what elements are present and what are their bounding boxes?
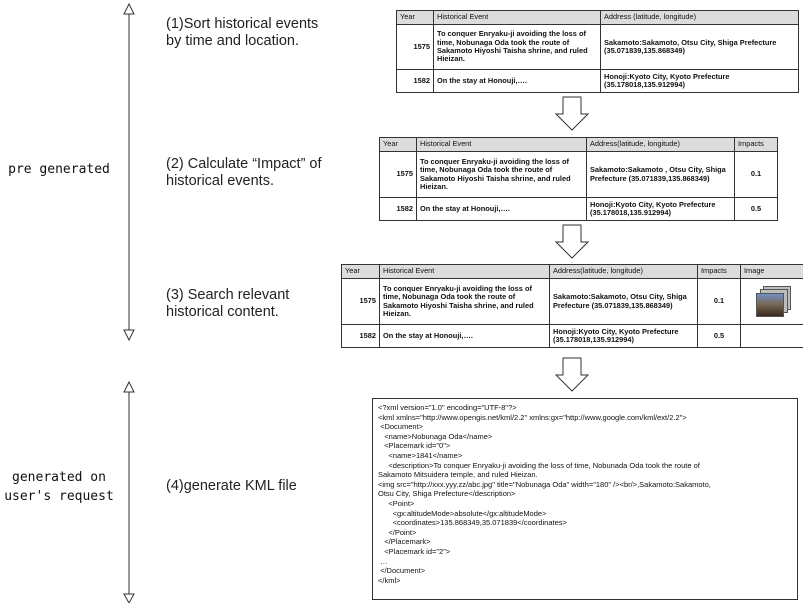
flow-arrow-down-3 — [554, 357, 590, 392]
step-4-line1: (4)generate KML file — [166, 478, 297, 494]
on-request-line2: user's request — [4, 489, 114, 504]
table-row: 1575 To conquer Enryaku-ji avoiding the … — [341, 278, 803, 325]
header-year: Year — [341, 264, 380, 279]
kml-line: <gx:altitudeMode>absolute</gx:altitudeMo… — [378, 508, 547, 518]
cell-event: To conquer Enryaku-ji avoiding the loss … — [379, 278, 550, 325]
step-3-line1: (3) Search relevant — [166, 287, 290, 303]
cell-address: Sakamoto:Sakamoto, Otsu City, Shiga Pref… — [600, 24, 799, 70]
kml-line: <?xml version="1.0" encoding="UTF-8"?> — [378, 403, 517, 412]
kml-line: <Document> — [378, 422, 424, 432]
header-year: Year — [379, 137, 417, 152]
kml-line: </Placemark> — [378, 537, 431, 547]
step-3-text: (3) Search relevant historical content. — [166, 287, 289, 321]
on-request-arrow — [123, 380, 135, 603]
header-event: Historical Event — [379, 264, 550, 279]
timeline-arrows — [123, 2, 135, 603]
kml-line: </Point> — [378, 527, 417, 537]
cell-event: To conquer Enryaku-ji avoiding the loss … — [416, 151, 587, 198]
step-2-text: (2) Calculate “Impact” of historical eve… — [166, 156, 322, 190]
cell-address: Sakamoto:Sakamoto, Otsu City, Shiga Pref… — [549, 278, 698, 325]
step-1-line2: by time and location. — [166, 33, 299, 49]
step-1-line1: (1)Sort historical events — [166, 16, 319, 32]
kml-line: … — [378, 556, 388, 566]
flow-arrow-down-2 — [554, 224, 590, 259]
kml-line: <kml xmlns="http://www.opengis.net/kml/2… — [378, 412, 687, 422]
kml-line: <name>1841</name> — [378, 450, 463, 460]
table-row: 1575 To conquer Enryaku-ji avoiding the … — [379, 151, 778, 198]
cell-address: Honoji:Kyoto City, Kyoto Prefecture (35.… — [586, 197, 735, 221]
kml-line: <coordinates>135.868349,35.071839</coord… — [378, 518, 567, 528]
header-image: Image — [740, 264, 803, 279]
table-content: Year Historical Event Address(latitude, … — [341, 264, 803, 348]
table-impacts: Year Historical Event Address(latitude, … — [379, 137, 778, 221]
step-3-line2: historical content. — [166, 304, 279, 320]
kml-line: <Placemark id="0"> — [378, 441, 451, 451]
header-address: Address(latitude, longitude) — [586, 137, 735, 152]
kml-line: </kml> — [378, 575, 401, 585]
cell-impact: 0.1 — [734, 151, 778, 198]
cell-year: 1582 — [396, 69, 434, 93]
cell-year: 1582 — [379, 197, 417, 221]
header-event: Historical Event — [433, 10, 601, 25]
on-request-label: generated on user's request — [0, 468, 118, 506]
cell-address: Honoji:Kyoto City, Kyoto Prefecture (35.… — [600, 69, 799, 93]
kml-line: </Document> — [378, 566, 426, 576]
cell-year: 1575 — [396, 24, 434, 70]
cell-event: On the stay at Honouji,…. — [416, 197, 587, 221]
cell-impact: 0.5 — [734, 197, 778, 221]
cell-address: Sakamoto:Sakamoto , Otsu City, Shiga Pre… — [586, 151, 735, 198]
header-impacts: Impacts — [697, 264, 741, 279]
cell-image — [740, 324, 803, 348]
cell-year: 1575 — [341, 278, 380, 325]
step-1-text: (1)Sort historical events by time and lo… — [166, 16, 318, 50]
flow-arrow-down-1 — [554, 96, 590, 131]
header-year: Year — [396, 10, 434, 25]
table-sorted-events: Year Historical Event Address (latitude,… — [396, 10, 799, 93]
table-row: 1582 On the stay at Honouji,…. Honoji:Ky… — [396, 69, 799, 93]
pre-generated-label: pre generated — [0, 160, 118, 179]
table-row: 1582 On the stay at Honouji,…. Honoji:Ky… — [341, 324, 803, 348]
table-row: 1575 To conquer Enryaku-ji avoiding the … — [396, 24, 799, 70]
cell-year: 1582 — [341, 324, 380, 348]
cell-image — [740, 278, 803, 325]
pre-generated-text: pre generated — [8, 162, 110, 177]
cell-impact: 0.1 — [697, 278, 741, 325]
header-event: Historical Event — [416, 137, 587, 152]
cell-event: On the stay at Honouji,…. — [433, 69, 601, 93]
step-4-text: (4)generate KML file — [166, 478, 297, 495]
table-header-row: Year Historical Event Address(latitude, … — [379, 137, 778, 152]
cell-address: Honoji:Kyoto City, Kyoto Prefecture (35.… — [549, 324, 698, 348]
header-address: Address (latitude, longitude) — [600, 10, 799, 25]
kml-line: Sakamoto Mitsuidera temple, and ruled Hi… — [378, 470, 538, 480]
kml-line: <description>To conquer Enryaku-ji avoid… — [378, 460, 700, 470]
kml-line: <Point> — [378, 498, 415, 508]
pre-generated-arrow — [123, 2, 135, 342]
table-row: 1582 On the stay at Honouji,…. Honoji:Ky… — [379, 197, 778, 221]
cell-impact: 0.5 — [697, 324, 741, 348]
header-address: Address(latitude, longitude) — [549, 264, 698, 279]
cell-event: On the stay at Honouji,…. — [379, 324, 550, 348]
kml-line: <img src="http://xxx.yyy.zz/abc.jpg" tit… — [378, 479, 711, 489]
kml-line: Otsu City, Shiga Prefecture</description… — [378, 489, 516, 499]
on-request-line1: generated on — [12, 470, 106, 485]
kml-line: <Placemark id="2"> — [378, 546, 451, 556]
kml-line: <name>Nobunaga Oda</name> — [378, 431, 493, 441]
historical-painting-thumbnail — [756, 293, 784, 317]
cell-event: To conquer Enryaku-ji avoiding the loss … — [433, 24, 601, 70]
header-impacts: Impacts — [734, 137, 778, 152]
step-2-line1: (2) Calculate “Impact” of — [166, 156, 322, 172]
step-2-line2: historical events. — [166, 173, 274, 189]
table-header-row: Year Historical Event Address(latitude, … — [341, 264, 803, 279]
table-header-row: Year Historical Event Address (latitude,… — [396, 10, 799, 25]
kml-code-box: <?xml version="1.0" encoding="UTF-8"?> <… — [372, 398, 798, 600]
cell-year: 1575 — [379, 151, 417, 198]
